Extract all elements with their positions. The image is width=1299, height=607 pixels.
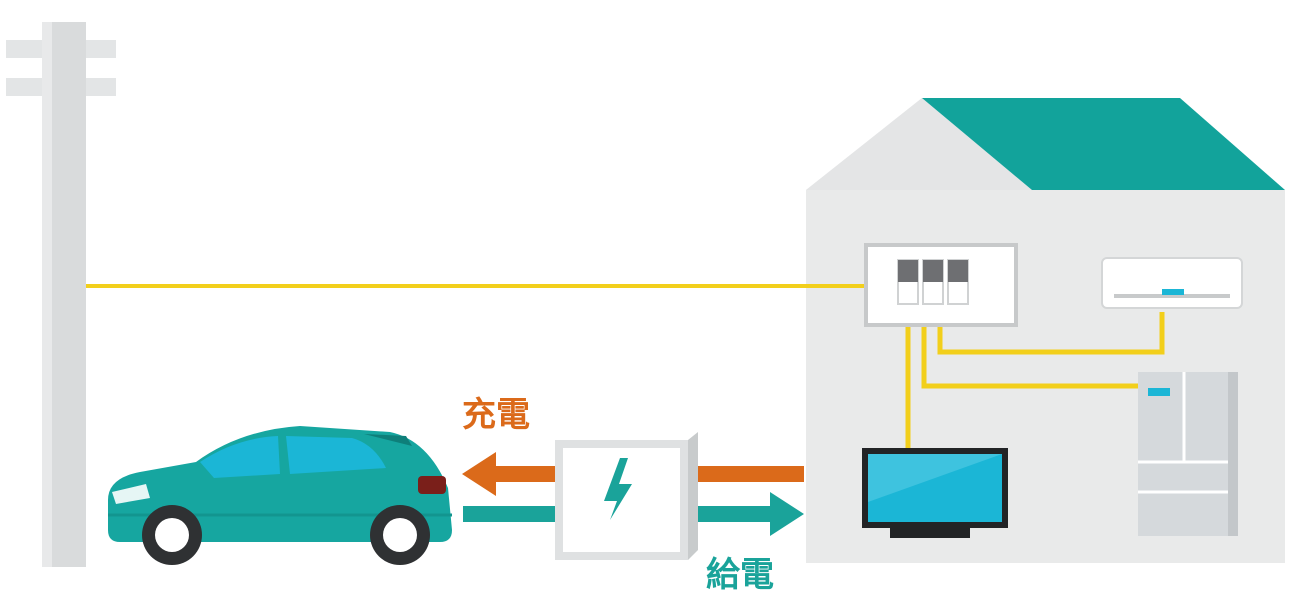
house-wiring — [905, 312, 1165, 448]
refrigerator-icon — [1138, 372, 1238, 536]
electric-car-icon — [108, 426, 452, 565]
utility-pole-icon — [6, 22, 116, 567]
lightning-bolt-icon — [604, 458, 632, 520]
supply-label: 給電 — [706, 555, 774, 595]
v2h-charger — [555, 432, 698, 560]
charge-label: 充電 — [462, 395, 530, 435]
television-icon — [862, 448, 1008, 538]
air-conditioner-icon — [1101, 257, 1243, 309]
roof — [922, 98, 1285, 190]
distribution-board-icon — [864, 243, 1018, 327]
